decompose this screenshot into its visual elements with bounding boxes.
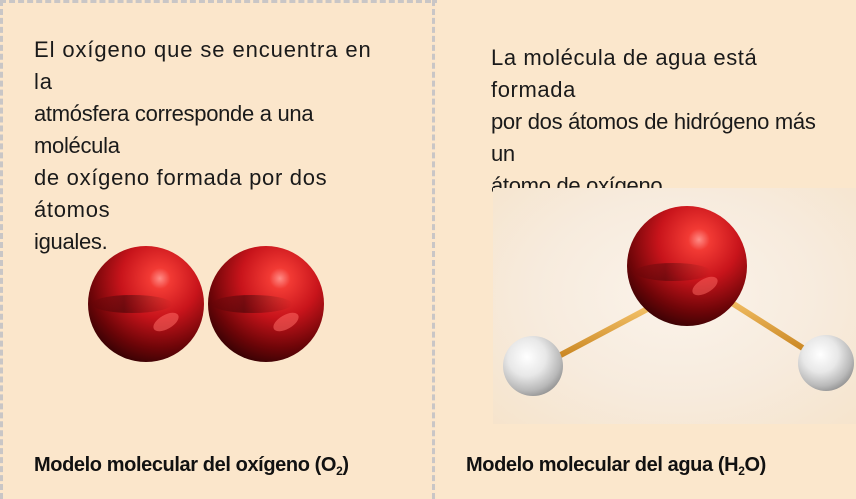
oxygen-caption-close: ) (342, 454, 349, 476)
water-description-line: por dos átomos de hidrógeno más un (491, 109, 816, 166)
water-panel: La molécula de agua está formada por dos… (437, 0, 856, 499)
water-caption: Modelo molecular del agua (H2O) (466, 454, 766, 478)
water-caption-text: Modelo molecular del agua (H (466, 454, 739, 476)
hydrogen-atom-right (798, 335, 854, 391)
water-description: La molécula de agua está formada por dos… (491, 42, 836, 202)
water-molecule-model (503, 206, 854, 396)
oxygen-caption-subscript: 2 (336, 464, 343, 478)
oxygen-caption: Modelo molecular del oxígeno (O2) (34, 454, 349, 478)
oxygen-panel: El oxígeno que se encuentra en la atmósf… (4, 0, 430, 499)
dashed-border-top (0, 0, 856, 3)
oxygen-description-line: iguales. (34, 229, 108, 254)
hydrogen-atom-left (503, 336, 563, 396)
oxygen-description: El oxígeno que se encuentra en la atmósf… (34, 34, 394, 258)
water-description-line: La molécula de agua está formada (491, 45, 758, 102)
oxygen-description-line: atmósfera corresponde a una molécula (34, 101, 314, 158)
dashed-border-left (0, 0, 3, 499)
oxygen-atom-left (88, 246, 204, 362)
oxygen-description-line: El oxígeno que se encuentra en la (34, 37, 372, 94)
water-caption-close: O) (744, 454, 766, 476)
dashed-divider (432, 0, 435, 499)
water-caption-subscript: 2 (738, 464, 745, 478)
bond-left (552, 303, 656, 361)
oxygen-molecule-model (88, 246, 324, 362)
oxygen-description-line: de oxígeno formada por dos átomos (34, 165, 328, 222)
oxygen-caption-text: Modelo molecular del oxígeno (O (34, 454, 337, 476)
oxygen-atom-right (208, 246, 324, 362)
oxygen-atom-center (627, 206, 747, 326)
bond-right (718, 293, 812, 355)
